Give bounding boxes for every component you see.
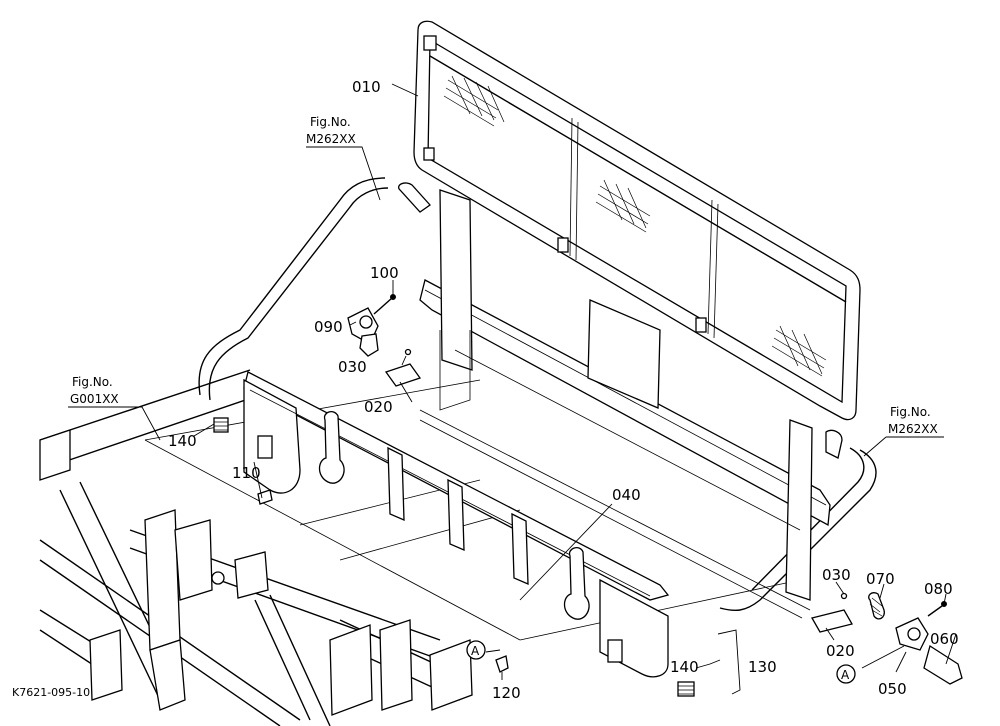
marker-a-left: A	[471, 644, 480, 658]
chassis-frame	[39, 369, 473, 726]
label-120: 120	[492, 684, 521, 702]
label-040: 040	[612, 486, 641, 504]
bed-outline	[198, 177, 877, 612]
view-markers: A A	[466, 640, 856, 684]
marker-a-right: A	[841, 668, 850, 682]
side-gate-panel	[243, 371, 670, 678]
label-090: 090	[314, 318, 343, 336]
cross-rail	[398, 182, 843, 619]
label-020-right: 020	[826, 642, 855, 660]
label-130: 130	[748, 658, 777, 676]
leader-lines	[193, 83, 957, 695]
fig-ref-top-title: Fig.No.	[310, 115, 351, 129]
fig-ref-leaders	[68, 146, 944, 457]
part-labels: 010 100 090 030 020 140 110 040 120 140 …	[168, 78, 959, 702]
label-070: 070	[866, 570, 895, 588]
label-060: 060	[930, 630, 959, 648]
label-140-left: 140	[168, 432, 197, 450]
label-030-left: 030	[338, 358, 367, 376]
headboard-frame	[413, 20, 861, 421]
fig-references: Fig.No. M262XX Fig.No. G001XX Fig.No. M2…	[70, 115, 938, 436]
decals	[213, 417, 695, 697]
right-latch	[811, 592, 963, 685]
fig-ref-left-title: Fig.No.	[72, 375, 113, 389]
floor-panel	[144, 379, 801, 641]
label-050: 050	[878, 680, 907, 698]
label-030-right: 030	[822, 566, 851, 584]
label-110: 110	[232, 464, 261, 482]
fig-ref-right-code: M262XX	[888, 422, 938, 436]
mesh-hatch	[443, 75, 827, 377]
label-100: 100	[370, 264, 399, 282]
left-handle	[384, 348, 422, 387]
screws	[257, 489, 509, 673]
label-010: 010	[352, 78, 381, 96]
fig-ref-right-title: Fig.No.	[890, 405, 931, 419]
fig-ref-left-code: G001XX	[70, 392, 119, 406]
label-080: 080	[924, 580, 953, 598]
left-latch	[347, 294, 396, 357]
label-140-right: 140	[670, 658, 699, 676]
drawing-code: K7621-095-10	[12, 686, 90, 699]
fig-ref-top-code: M262XX	[306, 132, 356, 146]
label-020-left: 020	[364, 398, 393, 416]
